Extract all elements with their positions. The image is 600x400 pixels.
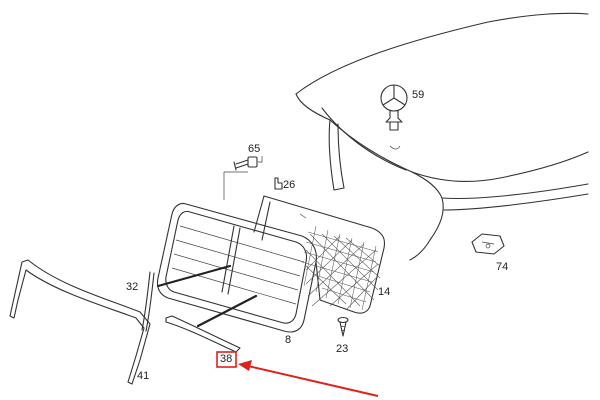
bracket-part xyxy=(471,233,505,255)
seal-strip-32-part xyxy=(141,271,155,332)
bolt-part xyxy=(233,156,263,171)
leader-line-32 xyxy=(156,264,232,288)
callout-59: 59 xyxy=(412,89,424,101)
callout-38: 38 xyxy=(220,353,232,365)
grille-frame-part xyxy=(156,202,317,333)
trim-strip-41-part xyxy=(9,259,151,385)
highlight-box xyxy=(216,351,237,368)
leader-line-38 xyxy=(196,294,258,328)
callout-14: 14 xyxy=(378,286,390,298)
star-emblem-part xyxy=(380,84,408,131)
callout-26: 26 xyxy=(283,179,295,191)
callout-23: 23 xyxy=(336,343,348,355)
callout-65: 65 xyxy=(248,143,260,155)
callout-32: 32 xyxy=(126,281,138,293)
hood-outline xyxy=(295,12,589,261)
screw-part xyxy=(337,316,349,337)
clip-part xyxy=(274,177,283,190)
highlight-arrow xyxy=(238,360,379,397)
callout-8: 8 xyxy=(285,334,291,346)
mesh-grille-part xyxy=(253,195,386,314)
lower-strip-38-part xyxy=(165,315,241,353)
callout-41: 41 xyxy=(137,370,149,382)
callout-74: 74 xyxy=(496,261,508,273)
